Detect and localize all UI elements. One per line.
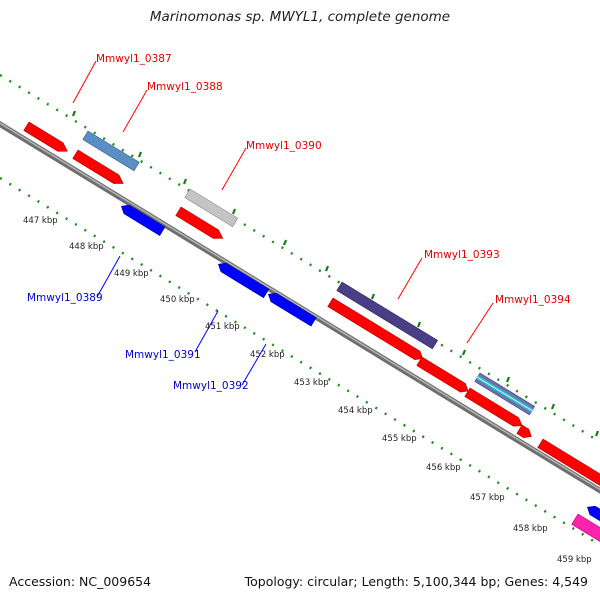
- genome-summary-text: Topology: circular; Length: 5,100,344 bp…: [244, 574, 588, 589]
- tick-label-458: 458 kbp: [513, 524, 548, 534]
- gene-label-mmwyl1-0388[interactable]: Mmwyl1_0388: [147, 81, 223, 93]
- gene-arrow-mmwyl1-0394[interactable]: [416, 356, 471, 395]
- gene-label-mmwyl1-0391[interactable]: Mmwyl1_0391: [125, 349, 201, 361]
- gene-label-mmwyl1-0392[interactable]: Mmwyl1_0392: [173, 380, 249, 392]
- label-connectors: [72, 60, 494, 386]
- tick-label-451: 451 kbp: [205, 322, 240, 332]
- tick-label-459: 459 kbp: [557, 555, 592, 565]
- feature-bar-magenta[interactable]: [571, 513, 600, 546]
- accession-text: Accession: NC_009654: [9, 574, 152, 589]
- kbp-tick-labels: 447 kbp 448 kbp 449 kbp 450 kbp 451 kbp …: [23, 216, 592, 565]
- gene-arrow-mmwyl1-0389[interactable]: [119, 202, 166, 236]
- gene-arrow-mmwyl1-0393[interactable]: [327, 297, 425, 363]
- tick-label-450: 450 kbp: [160, 295, 195, 305]
- gene-arrow-forward[interactable]: [516, 424, 534, 441]
- tick-label-453: 453 kbp: [294, 378, 329, 388]
- upper-major-ticks: [71, 110, 600, 437]
- tick-label-456: 456 kbp: [426, 463, 461, 473]
- gene-arrow-mmwyl1-0390[interactable]: [175, 206, 226, 243]
- feature-bar-slate[interactable]: [336, 281, 439, 350]
- feature-bar-grey[interactable]: [184, 188, 239, 228]
- tick-label-455: 455 kbp: [382, 434, 417, 444]
- upper-scale-line: [0, 73, 600, 444]
- feature-bar-striped[interactable]: [474, 372, 536, 416]
- tick-label-448: 448 kbp: [69, 242, 104, 252]
- tick-label-449: 449 kbp: [114, 269, 149, 279]
- gene-arrow-forward[interactable]: [464, 387, 525, 430]
- gene-features: [23, 121, 600, 546]
- gene-arrow-mmwyl1-0387[interactable]: [23, 121, 70, 156]
- gene-arrow-mmwyl1-0392[interactable]: [266, 290, 317, 327]
- tick-label-452: 452 kbp: [250, 350, 285, 360]
- feature-bar-steelblue[interactable]: [82, 130, 140, 172]
- gene-arrow-forward[interactable]: [537, 438, 600, 490]
- gene-labels: Mmwyl1_0387 Mmwyl1_0388 Mmwyl1_0389 Mmwy…: [27, 53, 571, 392]
- genome-title: Marinomonas sp. MWYL1, complete genome: [149, 9, 451, 25]
- gene-arrow-mmwyl1-0391[interactable]: [216, 260, 270, 299]
- lower-scale-line: [0, 176, 600, 547]
- gene-label-mmwyl1-0393[interactable]: Mmwyl1_0393: [424, 249, 500, 261]
- tick-label-447: 447 kbp: [23, 216, 58, 226]
- tick-label-454: 454 kbp: [338, 406, 373, 416]
- gene-label-mmwyl1-0389[interactable]: Mmwyl1_0389: [27, 292, 103, 304]
- gene-arrow-reverse-edge[interactable]: [585, 503, 600, 533]
- gene-label-mmwyl1-0387[interactable]: Mmwyl1_0387: [96, 53, 172, 65]
- tick-label-457: 457 kbp: [470, 493, 505, 503]
- gene-label-mmwyl1-0394[interactable]: Mmwyl1_0394: [495, 294, 571, 306]
- gene-arrow-mmwyl1-0388[interactable]: [72, 149, 126, 188]
- gene-label-mmwyl1-0390[interactable]: Mmwyl1_0390: [246, 140, 322, 152]
